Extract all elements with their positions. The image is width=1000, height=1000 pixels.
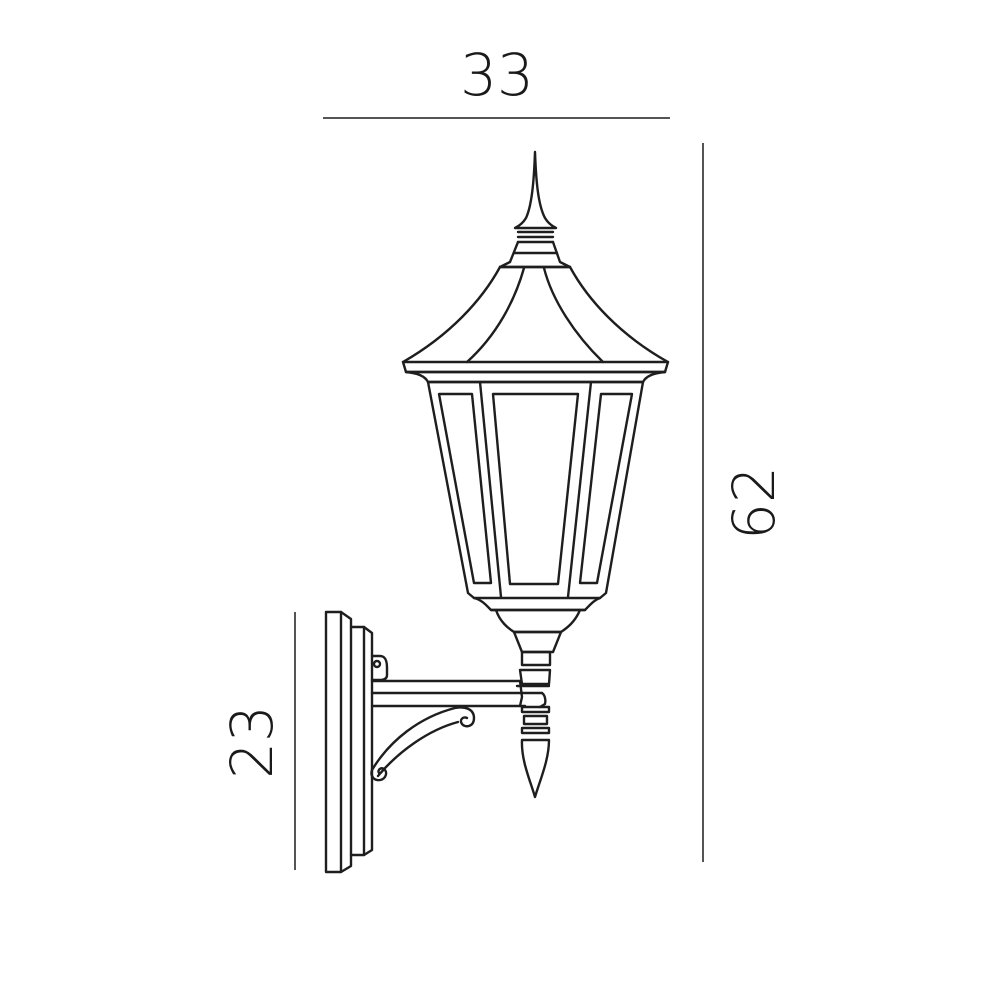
bottom-spike bbox=[520, 705, 551, 799]
wall-plate-inner bbox=[349, 625, 374, 857]
glass-panel-center bbox=[491, 392, 580, 586]
width-label: 33 bbox=[460, 41, 534, 109]
height-label: 62 bbox=[720, 466, 788, 540]
wall-plate-outer bbox=[324, 610, 353, 874]
finial bbox=[513, 150, 558, 244]
glass-panels bbox=[437, 392, 634, 586]
glass-panel-left bbox=[437, 392, 493, 585]
wall-mount bbox=[324, 610, 551, 874]
arm bbox=[370, 679, 551, 709]
scroll-bracket bbox=[370, 706, 476, 782]
projection-label: 23 bbox=[218, 705, 286, 779]
height-dimension: 62 bbox=[702, 143, 788, 862]
lantern-body bbox=[426, 380, 645, 600]
glass-panel-right bbox=[578, 392, 634, 585]
projection-dimension: 23 bbox=[218, 612, 296, 870]
roof bbox=[401, 240, 670, 384]
width-dimension: 33 bbox=[323, 41, 670, 119]
bottom-collar bbox=[472, 596, 602, 686]
lantern bbox=[401, 150, 670, 799]
loop-tab bbox=[370, 654, 389, 682]
